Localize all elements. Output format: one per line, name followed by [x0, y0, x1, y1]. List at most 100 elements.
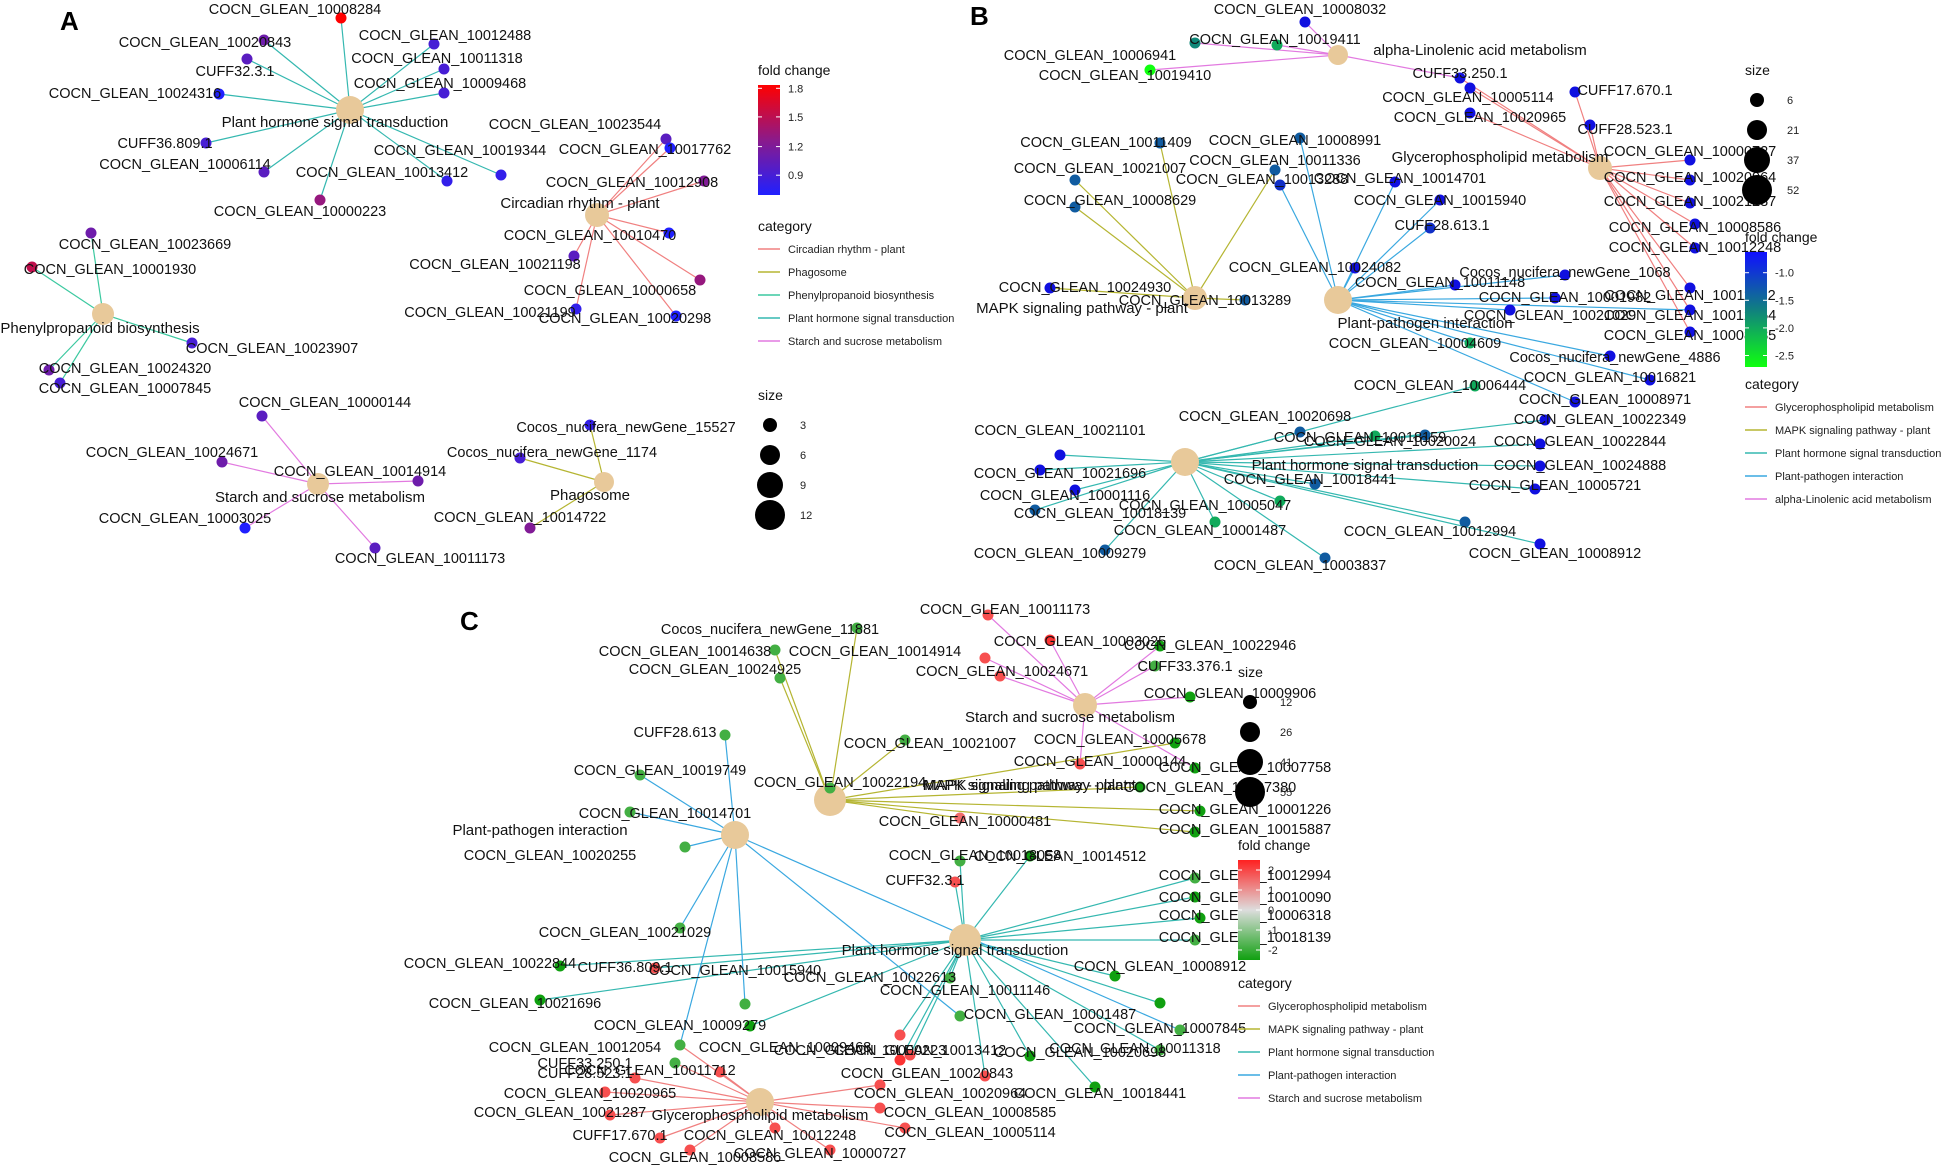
- size-legend-dot: [1744, 147, 1770, 173]
- gene-node: [335, 12, 347, 24]
- edge: [689, 1101, 761, 1151]
- pathway-hub-label: Phenylpropanoid biosynthesis: [0, 320, 199, 337]
- gene-node: [314, 194, 326, 206]
- gene-node: [1424, 222, 1436, 234]
- gene-node: [1044, 634, 1056, 646]
- gene-node: [258, 166, 270, 178]
- gene-node: [874, 1079, 886, 1091]
- edge: [1337, 299, 1511, 311]
- edge: [964, 877, 1196, 941]
- gene-node: [670, 310, 682, 322]
- size-legend-label: 12: [1280, 697, 1292, 709]
- gene-label: MAPK signaling pathway - plant: [923, 778, 1128, 794]
- edge: [734, 834, 961, 1017]
- gene-label: COCN_GLEAN_10013289: [1119, 293, 1292, 309]
- edge: [1039, 461, 1186, 471]
- gene-label: COCN_GLEAN_10022349: [1514, 412, 1687, 428]
- gene-node: [1464, 107, 1476, 119]
- gene-label: COCN_GLEAN_10022194: [754, 775, 927, 791]
- edge: [724, 734, 736, 836]
- edge: [1084, 704, 1196, 769]
- gene-node: [200, 137, 212, 149]
- fold-change-tick-label: -1: [1268, 925, 1278, 937]
- gene-label: COCN_GLEAN_10024082: [1229, 260, 1402, 276]
- gene-node: [1319, 552, 1331, 564]
- gene-label: COCN_GLEAN_10021696: [429, 996, 602, 1012]
- gene-node: [1239, 294, 1251, 306]
- gene-label: CUFF28.523.1: [537, 1066, 632, 1082]
- gene-label: COCN_GLEAN_10011712: [1604, 288, 1775, 304]
- edge: [759, 1084, 881, 1103]
- gene-label: COCN_GLEAN_10012248: [1609, 240, 1782, 256]
- gene-label: COCN_GLEAN_10005721: [1469, 478, 1642, 494]
- size-legend-label: 37: [1787, 155, 1799, 167]
- gene-label: COCN_GLEAN_10011318: [351, 51, 522, 67]
- gene-label: COCN_GLEAN_10008032: [1214, 2, 1387, 18]
- gene-label: COCN_GLEAN_10009468: [354, 76, 527, 92]
- edge: [829, 799, 961, 819]
- gene-label: COCN_GLEAN_10021029: [1464, 308, 1637, 324]
- edge: [604, 1091, 761, 1103]
- gene-node: [256, 410, 268, 422]
- category-legend-label: Circadian rhythm - plant: [788, 244, 905, 256]
- gene-label: CUFF28.613: [633, 725, 716, 741]
- fold-change-colorbar: [1745, 252, 1767, 367]
- nodes: [534, 609, 1206, 1156]
- gene-node: [982, 609, 994, 621]
- gene-label: COCN_GLEAN_10020965: [1394, 110, 1567, 126]
- gene-node: [1154, 640, 1166, 652]
- pathway-hub-node: [1328, 45, 1348, 65]
- edge: [539, 939, 966, 1001]
- gene-node: [1464, 82, 1476, 94]
- gene-label: COCN_GLEAN_10020843: [119, 35, 292, 51]
- gene-node: [1194, 912, 1206, 924]
- gene-label: COCN_GLEAN_10013412: [834, 1043, 1007, 1059]
- edge: [1599, 167, 1691, 311]
- edge: [349, 43, 435, 111]
- gene-node: [1154, 997, 1166, 1009]
- edge: [1599, 167, 1691, 181]
- gene-label: COCN_GLEAN_10018058: [889, 848, 1062, 864]
- gene-label: CUFF17.670.1: [572, 1128, 667, 1144]
- gene-label: COCN_GLEAN_10018159: [1274, 430, 1447, 446]
- pathway-hub-node: [1183, 286, 1207, 310]
- gene-node: [1684, 326, 1696, 338]
- size-legend-title: size: [1745, 62, 1770, 78]
- pathway-hub-node: [721, 821, 749, 849]
- gene-label: COCN_GLEAN_10000658: [524, 283, 697, 299]
- fold-change-tick-label: -1.0: [1775, 268, 1794, 280]
- gene-node: [524, 522, 536, 534]
- gene-node: [1299, 16, 1311, 28]
- fold-change-tick-label: 0.9: [788, 170, 803, 182]
- gene-node: [824, 1144, 836, 1156]
- panel-letter: B: [970, 1, 989, 31]
- edge: [829, 627, 858, 801]
- gene-node: [944, 972, 956, 984]
- edge: [1599, 159, 1691, 169]
- gene-node: [1684, 304, 1696, 316]
- edge: [964, 896, 1196, 941]
- gene-node: [1419, 429, 1431, 441]
- gene-label: Cocos_nucifera_newGene_4886: [1509, 350, 1720, 366]
- pathway-hub-label: alpha-Linolenic acid metabolism: [1373, 42, 1586, 59]
- gene-node: [1174, 1024, 1186, 1036]
- gene-node: [599, 1086, 611, 1098]
- fold-change-tick-label: 0: [1268, 905, 1274, 917]
- gene-label: COCN_GLEAN_10008284: [209, 2, 382, 18]
- gene-label: COCN_GLEAN_10004609: [1329, 336, 1502, 352]
- gene-node: [1154, 1044, 1166, 1056]
- edge: [909, 939, 966, 1056]
- edge: [596, 138, 667, 216]
- gene-label: CUFF28.523.1: [1577, 122, 1672, 138]
- edge: [1279, 184, 1339, 301]
- size-legend-dot: [1243, 695, 1257, 709]
- gene-label: COCN_GLEAN_10011712: [564, 1063, 735, 1079]
- edge: [1184, 461, 1541, 545]
- size-legend-label: 9: [800, 480, 806, 492]
- gene-label: COCN_GLEAN_10020843: [841, 1066, 1014, 1082]
- gene-label: COCN_GLEAN_10020964: [1604, 170, 1777, 186]
- gene-label: COCN_GLEAN_10022844: [1494, 434, 1667, 450]
- gene-node: [1271, 39, 1283, 51]
- gene-node: [851, 622, 863, 634]
